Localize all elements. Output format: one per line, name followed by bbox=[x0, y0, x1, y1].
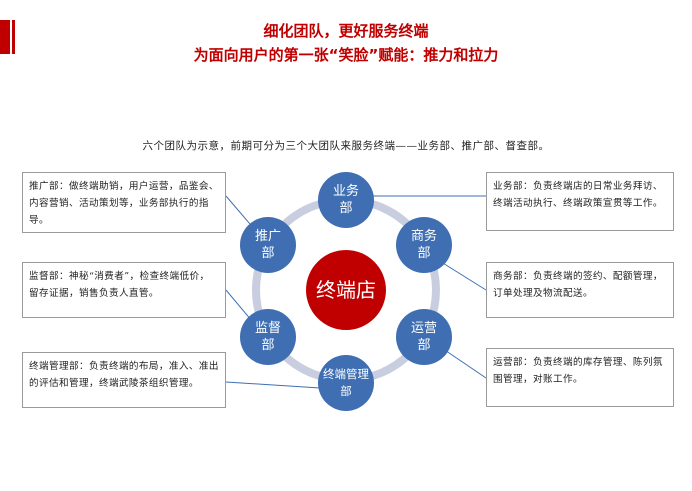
desc-box-jiandu: 监督部：神秘“消费者”，检查终端低价，留存证据，销售负责人直管。 bbox=[22, 262, 226, 318]
accent-bar-thin bbox=[12, 20, 15, 54]
node-label-yewu: 业务部 bbox=[332, 184, 359, 216]
node-label-yunying: 运营部 bbox=[410, 321, 437, 353]
node-tuiguang bbox=[240, 217, 296, 273]
node-shangwu bbox=[396, 217, 452, 273]
desc-box-yewu: 业务部：负责终端店的日常业务拜访、终端活动执行、终端政策宣贯等工作。 bbox=[486, 172, 674, 231]
accent-bar bbox=[0, 20, 10, 54]
node-yewu bbox=[318, 172, 374, 228]
node-yunying bbox=[396, 309, 452, 365]
desc-box-shangwu: 商务部：负责终端的签约、配额管理，订单处理及物流配送。 bbox=[486, 262, 674, 318]
center-circle bbox=[306, 250, 386, 330]
page-subtitle: 为面向用户的第一张“笑脸”赋能：推力和拉力 bbox=[193, 46, 499, 64]
desc-box-tuiguang: 推广部：做终端助销，用户运营，品鉴会、内容营销、活动策划等，业务部执行的指导。 bbox=[22, 172, 226, 233]
node-jiandu bbox=[240, 309, 296, 365]
desc-box-yunying: 运营部：负责终端的库存管理、陈列氛围管理，对账工作。 bbox=[486, 348, 674, 407]
connector-zhongduan bbox=[225, 381, 321, 389]
page-title: 细化团队，更好服务终端 bbox=[263, 22, 429, 40]
desc-box-zhongduan: 终端管理部：负责终端的布局，准入、准出的评估和管理，终端武陵茶组织管理。 bbox=[22, 352, 226, 408]
node-label-tuiguang: 推广部 bbox=[254, 229, 281, 261]
node-label-jiandu: 监督部 bbox=[254, 321, 281, 353]
node-zhongduan bbox=[318, 355, 374, 411]
node-label-zhongduan: 终端管理部 bbox=[323, 367, 369, 398]
node-label-shangwu: 商务部 bbox=[410, 229, 437, 261]
intro-text: 六个团队为示意，前期可分为三个大团队来服务终端——业务部、推广部、督查部。 bbox=[142, 140, 550, 152]
center-label: 终端店 bbox=[316, 278, 376, 302]
